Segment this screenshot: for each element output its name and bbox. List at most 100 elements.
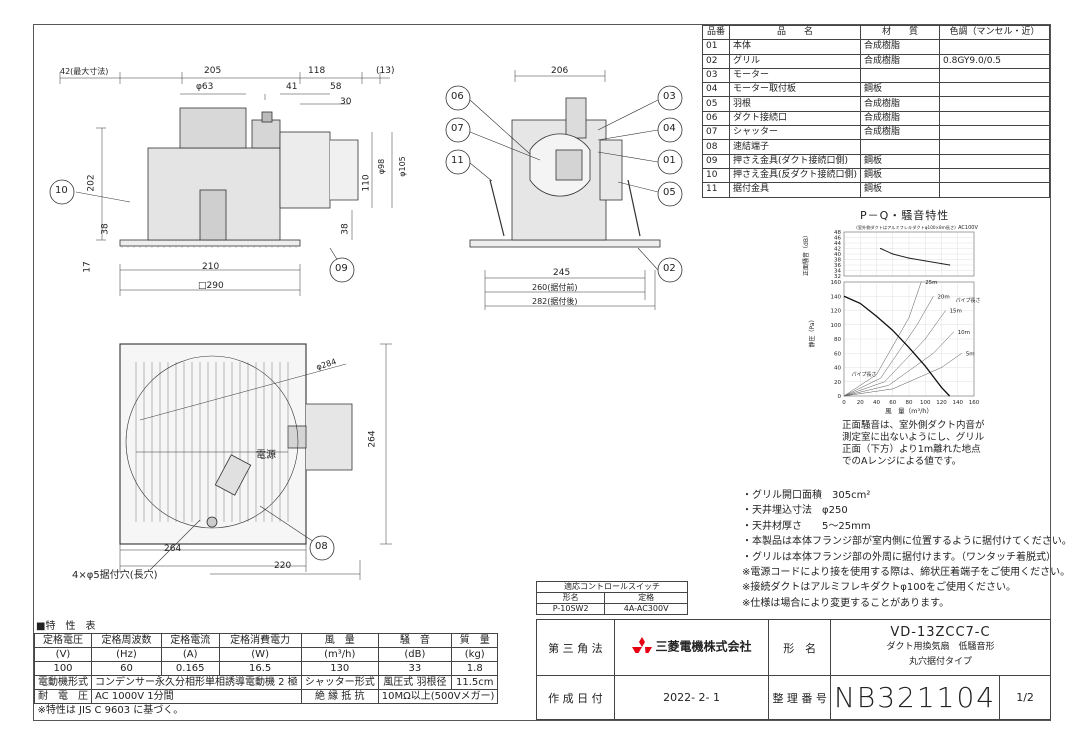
pressure-tick-label: 40 [834,366,841,372]
dim-17: 17 [82,261,93,273]
drawing-no-label: 整 理 番 号 [768,675,831,720]
noise-note: (室外側ダクトはアルミフレキダクトφ100×8m長さ) [856,224,956,231]
drawing-frame [33,24,1051,721]
noise-tick-label: 40 [834,252,841,258]
spec-title: ■特 性 表 [36,621,96,632]
parts-header-color: 色調（マンセル・近） [939,24,1050,41]
noise-point [892,253,894,255]
spec-u-current: (A) [160,647,220,662]
resistance-curve [843,281,922,397]
noise-tick-label: 34 [834,269,841,275]
pressure-ylabel: 静圧（Pa） [808,316,816,347]
noise-point [908,257,910,259]
dim-width: 205 [204,66,222,76]
dim-110: 110 [361,174,372,192]
spec-v-noise: 33 [377,661,453,676]
parts-name: シャッター [728,125,862,141]
parts-material: 合成樹脂 [860,110,941,127]
spec-h-freq-top: 定格周波数 [101,634,152,646]
spec-withstand-value: AC 1000V 1分間 [91,689,302,704]
mount-hole-label: 4×φ5据付穴(長穴) [72,570,158,581]
spec-u-airflow: (m³/h) [300,647,379,662]
spec-h-power-top: 定格消費電力 [230,634,291,646]
resistance-curve [843,331,954,397]
parts-material: 鋼板 [860,153,941,169]
spec-blade-label: 羽根径 [416,676,447,688]
parts-name: 本体 [728,39,862,55]
dim-motor-dia: φ63 [196,82,214,92]
spec-value-row: 100 60 0.165 16.5 130 33 1.8 [34,661,499,676]
callout-04: 04 [663,123,676,134]
x-axis-label: 風 量（m³/h） [885,407,933,415]
ctrl-v-model: P-10SW2 [535,603,606,615]
pq-title: P－Q・騒音特性 [860,209,950,222]
dim-duct-len: 118 [308,66,326,76]
parts-name: 速結端子 [728,139,862,155]
model-desc-2: 丸穴据付タイプ [908,657,972,667]
parts-material: 合成樹脂 [860,125,941,141]
ctrl-h-model: 形名 [535,592,606,604]
resistance-label: 25m [925,280,937,286]
parts-no: 10 [702,167,730,184]
note-4: ・本製品は本体フランジ部が室内側に位置するように据付けてください。 [742,536,1072,548]
spec-shutter-value: 風圧式 羽根径 [377,675,453,690]
dim-98: φ98 [377,158,387,175]
parts-header-name: 品 名 [728,24,862,41]
dim-105: φ105 [397,156,407,177]
spec-header-row: 定格電圧 定格周波数 定格電流 定格消費電力 風 量 騒 音 質 量 [34,633,499,648]
chart-note-line-2: 測定室に出ないようにし、グリル [842,432,985,443]
system-curve-label: パイプ長さ [851,371,876,378]
spec-u-power: (W) [218,647,302,662]
parts-color [939,67,1050,84]
dim-flange: (13) [376,66,395,76]
parts-material: 合成樹脂 [860,53,941,69]
x-tick-label: 0 [842,400,846,406]
spec-h-voltage: 定格電圧 [34,633,92,648]
resistance-curve [843,296,934,397]
spec-h-mass-top: 質 量 [459,634,490,646]
noise-point [949,264,951,266]
parts-no: 05 [702,96,730,112]
resistance-label: 10m [958,330,970,336]
callout-02: 02 [663,263,676,274]
x-tick-label: 140 [953,400,964,406]
ctrl-title: 適応コントロールスイッチ [536,581,688,593]
spec-insulation-label: 絶 縁 抵 抗 [300,689,379,704]
spec-footnote-row: ※特性は JIS C 9603 に基づく。 [35,704,498,718]
spec-h-voltage-top: 定格電圧 [43,634,83,646]
callout-11: 11 [451,155,464,166]
ctrl-v-rating: 4A-AC300V [604,603,688,615]
spec-v-power: 16.5 [218,661,302,676]
dim-side-282: 282(据付後) [532,297,578,306]
parts-material: 鋼板 [860,82,941,98]
dim-bottom-264-v: 264 [367,430,378,448]
pressure-tick-label: 160 [831,280,842,286]
chart-note-line-1: 正面騒音は、室外側ダクト内音が [842,420,985,431]
x-tick-label: 60 [889,400,896,406]
spec-v-freq: 60 [91,661,162,676]
pressure-tick-label: 20 [834,380,841,386]
front-view [49,72,393,296]
side-view [445,70,683,310]
dim-bottom-264-h: 264 [164,544,182,554]
x-tick-label: 160 [969,400,980,406]
callout-08: 08 [315,541,328,552]
spec-shutter-label: シャッター形式 [300,675,379,690]
parts-header-row: 品番 品 名 材 質 色調（マンセル・近） [702,24,1050,41]
pressure-tick-label: 140 [831,294,842,300]
spec-blade-value: 11.5cm [450,675,499,690]
pressure-curve [843,295,951,397]
parts-color: 0.8GY9.0/0.5 [939,53,1050,69]
spec-h-mass: 質 量 [450,633,499,648]
parts-name: モーター取付板 [728,82,862,98]
callout-05: 05 [663,187,676,198]
pressure-tick-label: 120 [831,309,842,315]
parts-material: 合成樹脂 [860,39,941,55]
spec-motor-label: 電動機形式 [34,675,92,690]
company-name: 三菱電機株式会社 [655,639,752,654]
parts-name: 押さえ金具(ダクト接続口側) [728,153,862,169]
